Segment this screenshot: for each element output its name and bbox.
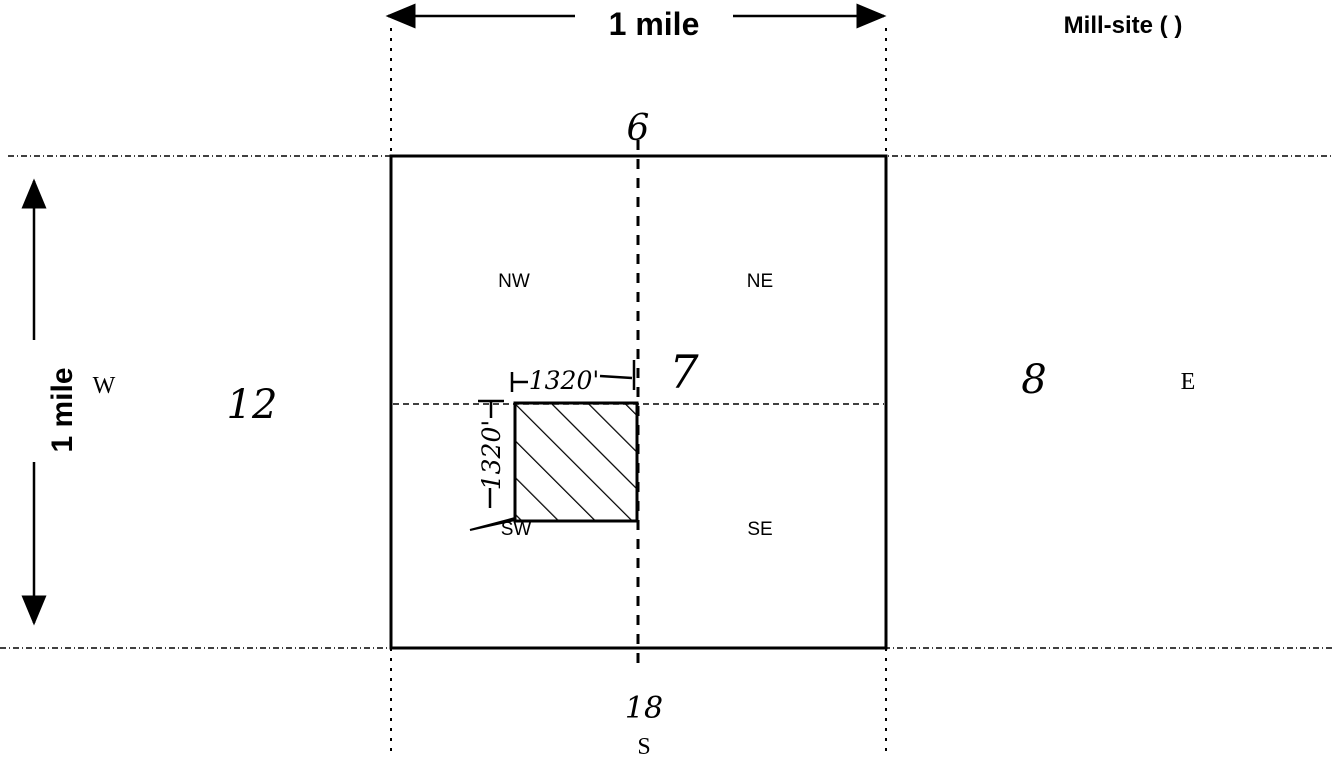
section-number-north: 6 bbox=[627, 108, 650, 149]
direction-east: E bbox=[1181, 369, 1196, 395]
width-label: 1 mile bbox=[609, 6, 700, 42]
quarter-se: SE bbox=[747, 519, 772, 540]
height-label: 1 mile bbox=[46, 367, 79, 452]
section-number-center: 7 bbox=[669, 345, 699, 399]
quarter-ne: NE bbox=[747, 271, 773, 292]
parcel-height-label: 1320' bbox=[477, 420, 506, 491]
section-number-west: 12 bbox=[227, 382, 278, 428]
hatched-parcel: 1320' 1320' bbox=[469, 360, 639, 531]
quarter-nw: NW bbox=[498, 271, 530, 292]
height-dimension: 1 mile bbox=[21, 178, 79, 626]
width-dimension: 1 mile bbox=[385, 3, 887, 42]
quarter-sw: SW bbox=[501, 519, 532, 540]
parcel-box bbox=[513, 401, 639, 523]
section-number-east: 8 bbox=[1021, 357, 1046, 403]
parcel-width-label: 1320' bbox=[529, 366, 600, 395]
section-square bbox=[389, 154, 888, 650]
direction-south: S bbox=[637, 734, 650, 757]
parcel-pointer bbox=[469, 516, 516, 531]
direction-west: W bbox=[93, 373, 116, 399]
mill-site-label: Mill-site ( ) bbox=[1064, 12, 1183, 39]
parcel-width-line-right bbox=[599, 374, 633, 380]
section-number-south: 18 bbox=[625, 691, 663, 726]
